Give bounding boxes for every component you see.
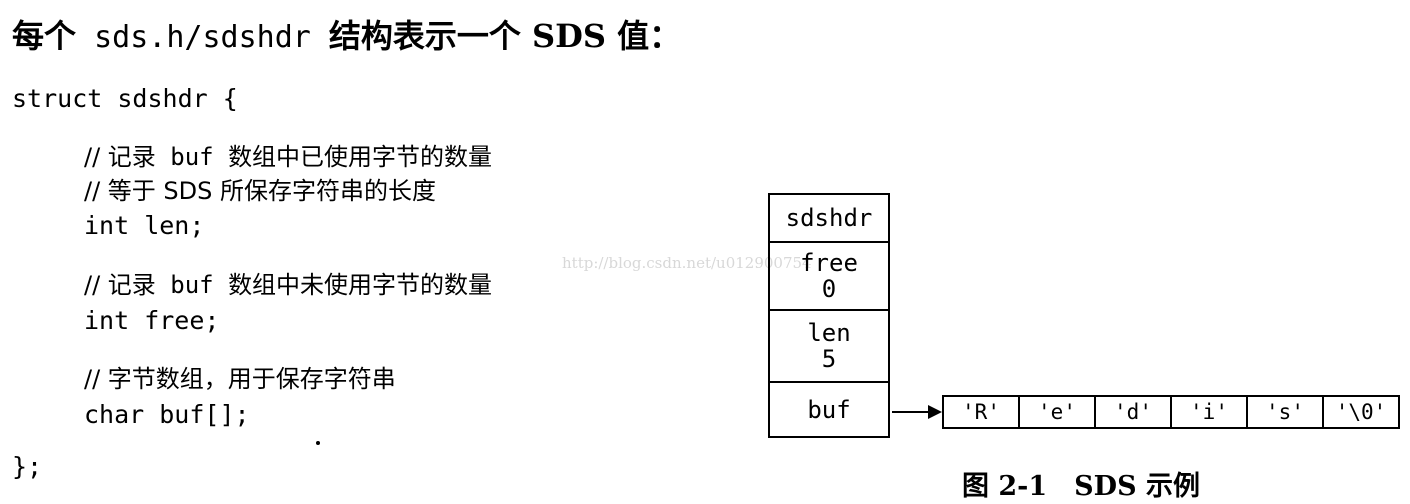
buf-array-cell: 's' — [1248, 397, 1324, 427]
buf-array-cell: 'i' — [1172, 397, 1248, 427]
comment-text: 数组中已使用字节的数量 — [228, 143, 493, 171]
buf-array-cell: 'R' — [944, 397, 1020, 427]
section-heading: 每个 sds.h/sdshdr 结构表示一个 SDS 值： — [12, 14, 681, 60]
heading-code: sds.h/sdshdr — [76, 20, 329, 55]
comment-byte-array: // 字节数组，用于保存字符串 — [84, 365, 396, 393]
comment-length: // 等于 SDS 所保存字符串的长度 — [84, 177, 437, 205]
watermark: http://blog.csdn.net/u012900754 — [562, 254, 812, 272]
free-label: free — [800, 249, 858, 277]
stray-dot — [316, 441, 320, 445]
sdshdr-diagram: sdshdr free 0 len 5 buf — [768, 193, 890, 438]
pointer-arrow-icon — [892, 405, 942, 419]
comment-code: buf — [155, 271, 229, 299]
struct-name-cell: sdshdr — [770, 195, 888, 243]
struct-name: sdshdr — [785, 204, 873, 232]
comment-used-bytes: // 记录 buf 数组中已使用字节的数量 — [84, 142, 492, 172]
comment-text: 数组中未使用字节的数量 — [228, 271, 493, 299]
comment-text: // 记录 — [84, 271, 156, 299]
buf-array-cell: 'd' — [1096, 397, 1172, 427]
buf-array: 'R' 'e' 'd' 'i' 's' '\0' — [942, 395, 1400, 429]
comment-text: // 记录 — [84, 143, 156, 171]
buf-array-cell: 'e' — [1020, 397, 1096, 427]
figure-caption: 图 2-1 SDS 示例 — [962, 471, 1200, 502]
buf-label: buf — [807, 395, 851, 424]
free-declaration: int free; — [84, 306, 220, 335]
comment-code: buf — [155, 143, 229, 171]
heading-suffix: 结构表示一个 SDS 值： — [328, 17, 682, 55]
free-value: 0 — [821, 275, 837, 303]
heading-prefix: 每个 — [12, 17, 77, 55]
comment-unused-bytes: // 记录 buf 数组中未使用字节的数量 — [84, 270, 492, 300]
len-value: 5 — [821, 345, 837, 373]
buf-array-cell: '\0' — [1335, 400, 1387, 424]
buf-declaration: char buf[]; — [84, 400, 250, 429]
struct-close-line: }; — [12, 452, 43, 481]
len-declaration: int len; — [84, 211, 205, 240]
struct-open-line: struct sdshdr { — [12, 84, 238, 113]
buf-cell: buf — [770, 383, 888, 436]
free-cell: free 0 — [770, 243, 888, 311]
len-label: len — [807, 319, 851, 347]
len-cell: len 5 — [770, 311, 888, 383]
